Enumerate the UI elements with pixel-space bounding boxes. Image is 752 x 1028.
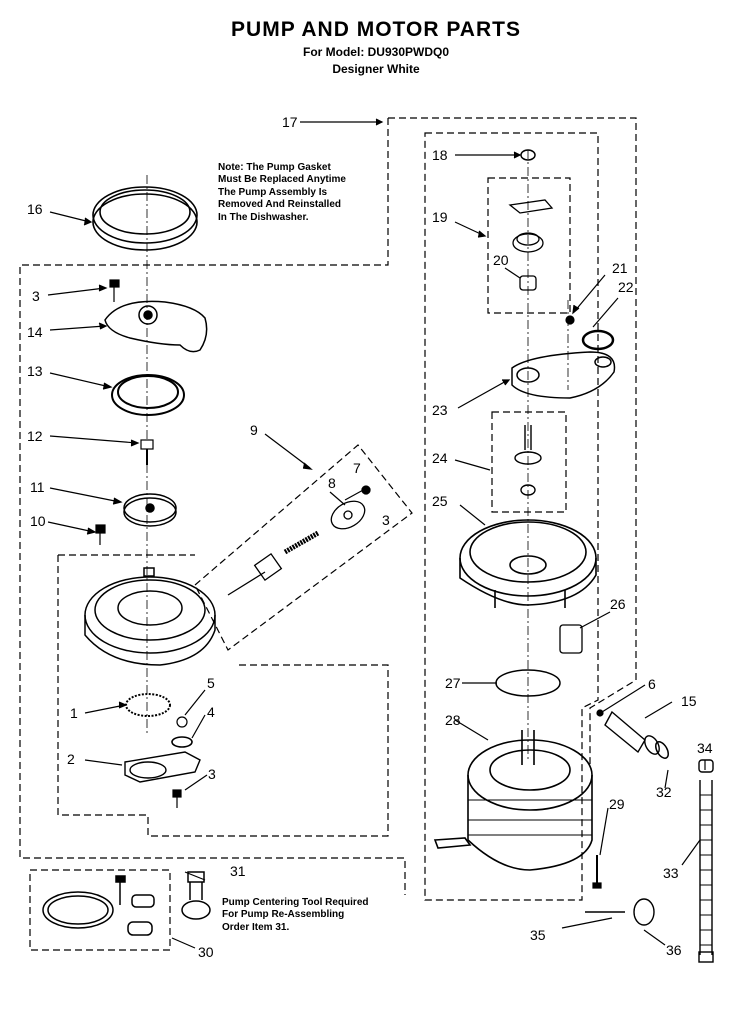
- callout-13: 13: [27, 363, 43, 379]
- callout-10: 10: [30, 513, 46, 529]
- screw: [109, 279, 120, 302]
- callout-28: 28: [445, 712, 461, 728]
- clamp: [655, 741, 669, 759]
- motor-mount: [459, 519, 597, 608]
- callout-25: 25: [432, 493, 448, 509]
- callout-20: 20: [493, 252, 509, 268]
- pump-base: [124, 751, 201, 783]
- gasket-22: [581, 329, 615, 351]
- callout-18: 18: [432, 147, 448, 163]
- callout-2: 2: [67, 751, 75, 767]
- mounting-plate: [511, 351, 616, 399]
- o-ring: [171, 736, 193, 748]
- callout-36: 36: [666, 942, 682, 958]
- pump-gasket: [92, 186, 198, 251]
- outline-pump-group: [19, 118, 406, 895]
- callout-33: 33: [663, 865, 679, 881]
- screw-10: [95, 524, 106, 545]
- motor: [433, 730, 593, 871]
- outline-item-30: [29, 869, 171, 951]
- callout-34: 34: [697, 740, 713, 756]
- callout-8: 8: [328, 475, 336, 491]
- screw-21: [565, 315, 575, 325]
- model-line: For Model: DU930PWDQ0: [302, 45, 449, 59]
- drain-hose: [698, 759, 714, 963]
- filter-screen: [125, 693, 171, 717]
- callout-32: 32: [656, 784, 672, 800]
- callout-24: 24: [432, 450, 448, 466]
- nut: [520, 149, 536, 161]
- callout-35: 35: [530, 927, 546, 943]
- callout-6: 6: [648, 676, 656, 692]
- callout-3b: 3: [382, 512, 390, 528]
- callout-29: 29: [609, 796, 625, 812]
- washer: [495, 669, 561, 697]
- pump-housing-cover: [104, 300, 208, 353]
- callout-30: 30: [198, 944, 214, 960]
- outline-motor-inner: [424, 132, 599, 901]
- callout-14: 14: [27, 324, 43, 340]
- outline-item-24: [491, 411, 567, 513]
- pump-centering-tool: [181, 871, 211, 920]
- callout-11: 11: [30, 479, 45, 495]
- callout-3: 3: [32, 288, 40, 304]
- hose-fitting: [604, 710, 660, 755]
- check-ball: [176, 716, 188, 728]
- group-outlines: [19, 117, 637, 951]
- outline-item-9: [194, 444, 413, 651]
- callout-23: 23: [432, 402, 448, 418]
- impeller-screw: [140, 439, 154, 465]
- callout-1: 1: [70, 705, 78, 721]
- center-axes: [146, 150, 569, 760]
- pump-body: [84, 567, 216, 666]
- callout-19: 19: [432, 209, 448, 225]
- repair-kit: [42, 875, 155, 936]
- cap-assembly: [585, 898, 655, 926]
- arm-spring: [508, 199, 554, 253]
- screw-6: [596, 709, 604, 717]
- outline-item-19: [487, 177, 571, 314]
- screw-bottom: [172, 789, 182, 808]
- callout-31: 31: [230, 863, 246, 879]
- page-title: PUMP AND MOTOR PARTS: [231, 18, 521, 41]
- gasket-note: Note: The Pump Gasket Must Be Replaced A…: [218, 162, 346, 223]
- color-line: Designer White: [332, 62, 420, 76]
- callout-3c: 3: [208, 766, 216, 782]
- callout-26: 26: [610, 596, 626, 612]
- callout-5: 5: [207, 675, 215, 691]
- callout-16: 16: [27, 201, 43, 217]
- callout-22: 22: [618, 279, 634, 295]
- shaft-assembly: [514, 425, 542, 496]
- bushing: [519, 275, 537, 291]
- motor-screw: [592, 855, 602, 889]
- callout-27: 27: [445, 675, 461, 691]
- callout-17: 17: [282, 114, 298, 130]
- callout-12: 12: [27, 428, 43, 444]
- callout-4: 4: [207, 704, 215, 720]
- clip: [559, 624, 583, 654]
- leader-lines: [47, 118, 706, 949]
- outline-motor-group: [388, 117, 637, 765]
- callout-9: 9: [250, 422, 258, 438]
- seal-ring: [111, 374, 185, 416]
- callout-15: 15: [681, 693, 697, 709]
- impeller: [123, 493, 177, 527]
- valve-assembly: [227, 485, 371, 596]
- outline-items-1-5: [57, 554, 389, 837]
- callout-21: 21: [612, 260, 628, 276]
- callout-7: 7: [353, 460, 361, 476]
- tool-note: Pump Centering Tool Required For Pump Re…: [222, 897, 369, 933]
